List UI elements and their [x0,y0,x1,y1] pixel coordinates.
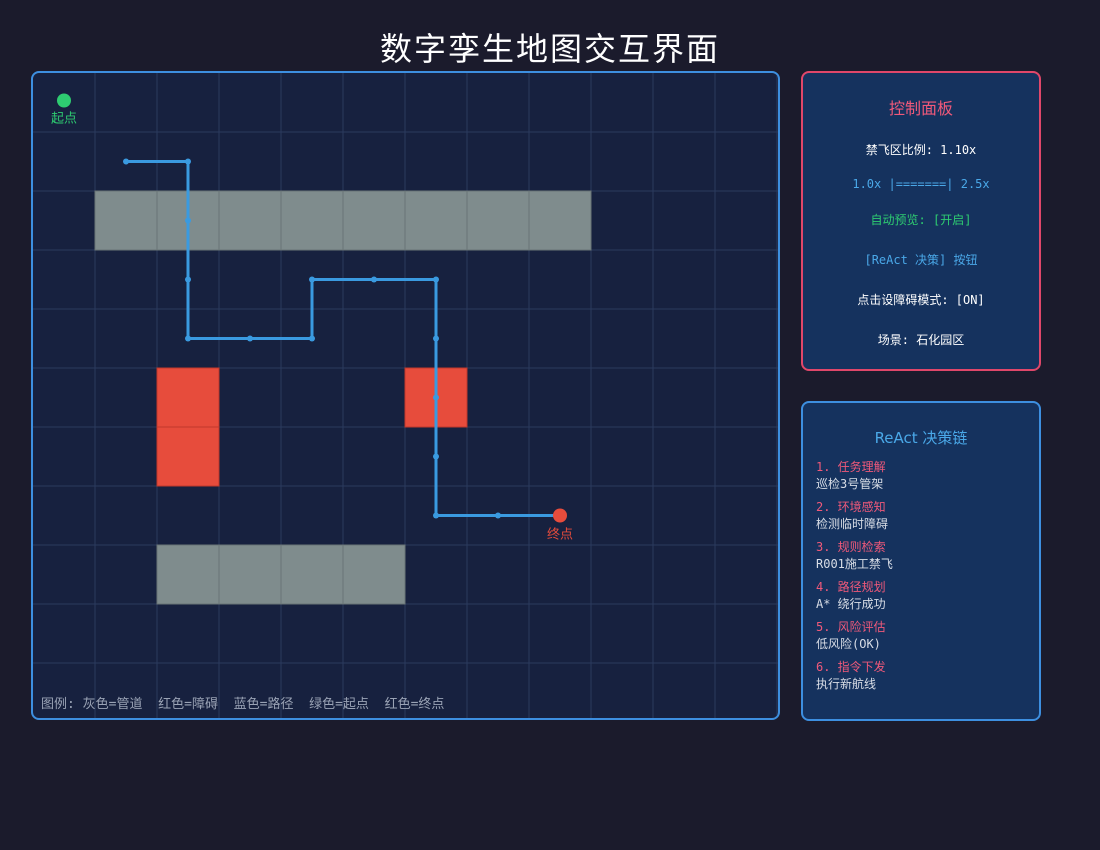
react-step-title: 4. 路径规划 [816,580,886,594]
react-step: 5. 风险评估 低风险(OK) [816,619,893,659]
react-step-desc: 低风险(OK) [816,637,881,651]
react-chain-title: ReAct 决策链 [874,429,968,447]
react-step-title: 3. 规则检索 [816,540,886,554]
route-waypoint [185,217,191,224]
pipe-cell[interactable] [218,544,282,605]
pipe-cell[interactable] [528,190,592,251]
react-step-title: 1. 任务理解 [816,460,886,474]
route-waypoint [309,276,315,283]
react-step-title: 5. 风险评估 [816,620,886,634]
pipe-cell[interactable] [466,190,530,251]
start-label: 起点 [51,112,77,127]
react-step-desc: 巡检3号管架 [816,477,884,491]
route-waypoint [433,453,439,460]
pipe-cell[interactable] [342,544,406,605]
no-fly-ratio-label: 禁飞区比例: 1.10x [865,143,977,157]
route-waypoint [247,335,253,342]
pipe-cell[interactable] [280,544,344,605]
react-step-desc: 检测临时障碍 [816,517,889,531]
no-fly-ratio-slider[interactable]: 1.0x |=======| 2.5x [852,177,990,191]
auto-preview-toggle[interactable]: 自动预览: [开启] [870,213,972,227]
react-step: 1. 任务理解 巡检3号管架 [816,459,893,499]
route-waypoint [185,276,191,283]
route-waypoint [185,335,191,342]
react-step: 2. 环境感知 检测临时障碍 [816,499,893,539]
route-waypoint [433,394,439,401]
control-panel: 控制面板 禁飞区比例: 1.10x 1.0x |=======| 2.5x 自动… [801,71,1041,371]
pipe-cell[interactable] [218,190,282,251]
end-marker[interactable] [553,508,567,523]
route-waypoint [433,335,439,342]
pipe-cell[interactable] [280,190,344,251]
route-waypoint [309,335,315,342]
scene-label: 场景: 石化园区 [877,333,965,347]
react-chain-panel: ReAct 决策链 1. 任务理解 巡检3号管架 2. 环境感知 检测临时障碍 … [801,401,1041,721]
obstacle-cell[interactable] [156,426,220,487]
route-waypoint [185,158,191,165]
pipe-cell[interactable] [94,190,158,251]
pipe-cell[interactable] [404,190,468,251]
react-step: 3. 规则检索 R001施工禁飞 [816,539,893,579]
react-decision-button[interactable]: [ReAct 决策] 按钮 [864,253,978,267]
end-label: 终点 [547,527,573,543]
pipe-cell[interactable] [342,190,406,251]
map-legend: 图例: 灰色=管道 红色=障碍 蓝色=路径 绿色=起点 红色=终点 [41,697,445,712]
react-step: 4. 路径规划 A* 绕行成功 [816,579,893,619]
control-panel-title: 控制面板 [888,99,953,118]
react-step-title: 2. 环境感知 [816,500,886,514]
route-path [126,160,560,517]
react-step-title: 6. 指令下发 [816,660,886,674]
react-step-desc: R001施工禁飞 [816,557,893,571]
react-step-desc: A* 绕行成功 [816,597,886,611]
route-waypoint [123,158,129,165]
obstacle-cell[interactable] [156,367,220,428]
route-waypoint [371,276,377,283]
page-title: 数字孪生地图交互界面 [379,30,720,68]
map-panel[interactable]: 起点终点 图例: 灰色=管道 红色=障碍 蓝色=路径 绿色=起点 红色=终点 [31,71,780,720]
react-step: 6. 指令下发 执行新航线 [816,659,893,699]
react-step-desc: 执行新航线 [816,677,877,691]
obstacle-mode-toggle[interactable]: 点击设障碍模式: [ON] [857,293,985,307]
react-step-list: 1. 任务理解 巡检3号管架 2. 环境感知 检测临时障碍 3. 规则检索 R0… [816,459,893,699]
route-waypoint [433,276,439,283]
route-waypoint [433,512,439,519]
pipe-cell[interactable] [156,544,220,605]
start-marker[interactable] [57,93,71,108]
route-waypoint [495,512,501,519]
